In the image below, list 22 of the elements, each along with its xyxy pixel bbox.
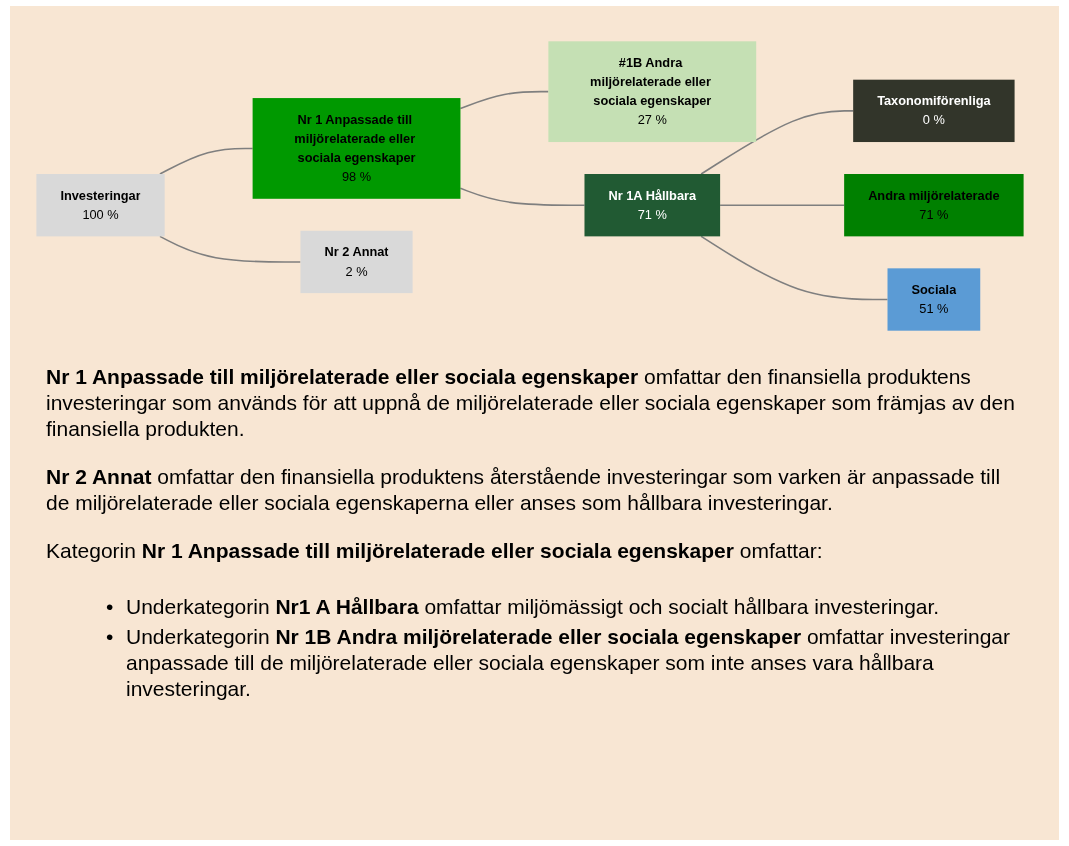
node-box: Nr 1 Anpassade till miljörelaterade eller sociala egenskaper 98 % bbox=[252, 98, 461, 199]
bullet-item: Underkategorin Nr1 A Hållbara omfattar miljömässigt och socialt hållbara investeringar. bbox=[126, 594, 940, 620]
node-box: Nr 1A Hållbara 71 % bbox=[584, 174, 721, 237]
node-box: Investeringar 100 % bbox=[36, 174, 165, 237]
connector bbox=[700, 110, 854, 175]
connector bbox=[719, 204, 845, 206]
bullet-marker: • bbox=[106, 624, 115, 650]
connector bbox=[159, 147, 254, 175]
node-box: Andra miljörelaterade 71 % bbox=[844, 174, 1024, 237]
connector bbox=[700, 235, 889, 301]
bullet-marker: • bbox=[106, 594, 115, 620]
node-box: #1B Andra miljörelaterade eller sociala egenskaper 27 % bbox=[548, 41, 757, 143]
connector bbox=[459, 187, 586, 206]
node-box: Sociala 51 % bbox=[887, 268, 981, 331]
bullet-item: Underkategorin Nr 1B Andra miljörelaterade eller sociala egenskaper omfattar investeringar anpassade till de miljörelaterade eller sociala egenskaper som inte anses vara hållbara investeringar. bbox=[126, 624, 1011, 702]
paragraph: Kategorin Nr 1 Anpassade till miljörelaterade eller sociala egenskaper omfattar: bbox=[46, 538, 824, 564]
node-box: Nr 2 Annat 2 % bbox=[300, 230, 413, 294]
paragraph: Nr 2 Annat omfattar den finansiella produktens återstående investeringar som varken är anpassade till de miljörelaterade eller sociala egenskaperna eller anses som hållbara investeringar. bbox=[46, 464, 1002, 516]
connector bbox=[459, 90, 550, 110]
node-box: Taxonomiförenliga 0 % bbox=[853, 79, 1015, 143]
connector bbox=[159, 235, 302, 263]
paragraph: Nr 1 Anpassade till miljörelaterade eller sociala egenskaper omfattar den finansiella produktens investeringar som används för att uppnå de miljörelaterade eller sociala egenskaper som främjas av den finansiella produkten. bbox=[46, 364, 1016, 442]
